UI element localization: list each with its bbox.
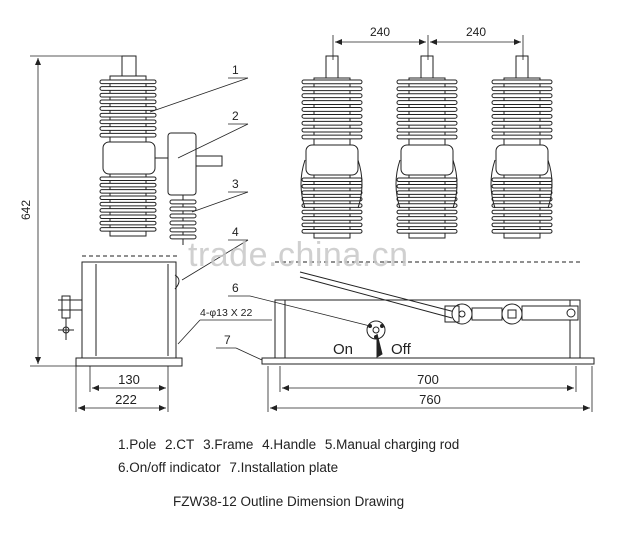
- installation-plate: [261, 357, 595, 365]
- legend-item-ct: 2.CT: [165, 437, 195, 452]
- front-pole-1: [301, 55, 363, 239]
- callout-2: 2: [232, 109, 239, 123]
- front-poles: [301, 55, 553, 239]
- drawing-caption: FZW38-12 Outline Dimension Drawing: [173, 494, 405, 509]
- legend-line-2: 6.On/off indicator 7.Installation plate: [118, 460, 343, 475]
- front-view: [261, 55, 595, 365]
- callout-7: 7: [224, 333, 231, 347]
- linkage-disc-left: [451, 303, 473, 325]
- dim-frame-inner-label: 700: [417, 372, 439, 387]
- legend-item-handle: 4.Handle: [262, 437, 317, 452]
- legend-item-charging-rod: 5.Manual charging rod: [324, 437, 460, 452]
- dim-frame-outer-label: 760: [419, 392, 441, 407]
- callout-leaders: [149, 77, 371, 361]
- dim-base-outer-label: 222: [115, 392, 137, 407]
- side-box: [58, 255, 183, 367]
- dimension-lines: [30, 35, 593, 412]
- callout-6: 6: [232, 281, 239, 295]
- indicator-off-label: Off: [391, 341, 412, 358]
- callout-3: 3: [232, 177, 239, 191]
- side-pole-sheds: [99, 79, 157, 232]
- callout-1: 1: [232, 63, 239, 77]
- dim-base-inner-label: 130: [118, 372, 140, 387]
- side-frame-insulator: [169, 195, 197, 245]
- legend-item-frame: 3.Frame: [203, 437, 254, 452]
- legend-line-1: 1.Pole 2.CT 3.Frame 4.Handle 5.Manual ch…: [118, 437, 464, 452]
- side-view: [58, 55, 223, 367]
- on-off-indicator: [366, 320, 386, 358]
- indicator-on-label: On: [333, 341, 353, 358]
- front-pole-2: [396, 55, 458, 239]
- legend-item-indicator: 6.On/off indicator: [118, 460, 221, 475]
- front-pole-3: [491, 55, 553, 239]
- drawing-labels: 642 240 240 130 222 700 760 4-φ13 X 22 1…: [19, 25, 486, 407]
- legend-item-plate: 7.Installation plate: [229, 460, 339, 475]
- dim-spacing-left-label: 240: [370, 25, 390, 39]
- watermark: trade.china.cn: [188, 236, 409, 274]
- callout-4: 4: [232, 225, 239, 239]
- side-pole: [99, 55, 157, 237]
- side-ct: [155, 132, 223, 196]
- legend-item-pole: 1.Pole: [118, 437, 157, 452]
- dim-height-label: 642: [19, 200, 33, 220]
- hole-spec-label: 4-φ13 X 22: [200, 307, 253, 319]
- dim-spacing-right-label: 240: [466, 25, 486, 39]
- linkage-disc-right: [501, 303, 523, 325]
